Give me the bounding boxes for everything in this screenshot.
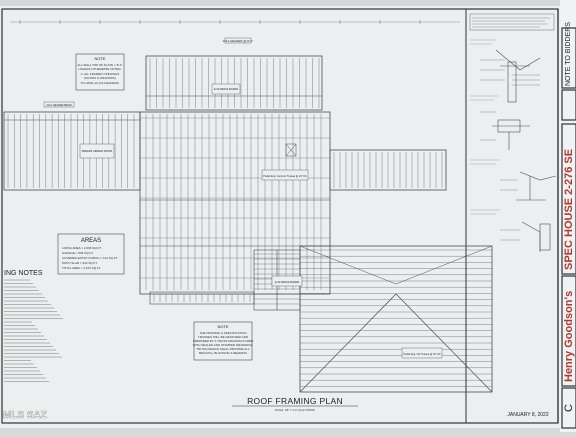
callout-box	[224, 37, 252, 44]
note-line: (DOORS & WINDOWS)	[84, 76, 116, 80]
bottom-note-line: TRUSS DESIGN SHALL PROVIDE ALL	[196, 347, 249, 351]
areas-box	[57, 233, 125, 275]
hip-line	[395, 245, 493, 285]
callout-prefab-hip: Prefab Eng. Hip Trusses @ 24" OC	[403, 353, 441, 356]
areas-title: AREAS	[81, 238, 101, 244]
detail-text-lines	[470, 39, 500, 215]
note-box	[75, 53, 125, 91]
side-page-letter: C	[563, 404, 575, 412]
hip-line	[299, 245, 397, 285]
bottom-note-line: PREPARED BY A TRUSS MANUFACTURER	[193, 339, 254, 343]
callout-box	[43, 101, 75, 108]
callout-box	[79, 143, 115, 159]
detail-drawings	[469, 13, 557, 252]
note-line: TO HAVE (2) 2x6 HEADERS.	[80, 81, 119, 85]
entry-roof	[149, 291, 255, 305]
note-line: UNLESS OTHERWISE NOTED.	[78, 67, 121, 71]
areas-row: LIVING AREA = 2,096 SQ.FT.	[62, 246, 102, 250]
callout-header-beam: 2x12 HEADER BEAM	[46, 103, 71, 107]
callout-box	[271, 275, 303, 287]
roof-framing-plan	[3, 20, 493, 393]
main-roof-body	[139, 111, 331, 295]
callout-box	[211, 83, 241, 95]
bottom-note-title: NOTE	[217, 324, 228, 329]
callout-box	[401, 347, 443, 359]
title-strip-box	[561, 27, 576, 89]
right-roof-block	[329, 149, 447, 191]
note-line: ALL WALL TOP OF PLATE = 8'-1"	[77, 63, 122, 67]
bottom-note-line: BRACING, BLOCKING & BEARING	[199, 351, 248, 355]
note-line: 2. ALL FRAMED OPENINGS	[81, 72, 120, 76]
bottom-note-box	[193, 321, 253, 361]
sheet-date: JANUARY 8, 2022	[507, 412, 548, 418]
side-notes-label: NOTE TO BIDDERS	[565, 22, 572, 86]
areas-row: COVERED ENTRY PORCH = 134 SQ.FT.	[62, 256, 118, 260]
hip-roof-outline	[299, 245, 493, 393]
side-designer-name: Henry Goodson's	[563, 291, 575, 382]
bottom-note-line: TRUSSES WILL BE DESIGNED AND	[198, 335, 249, 339]
left-notes-text	[4, 279, 63, 382]
hip-line	[395, 293, 493, 393]
title-strip	[560, 0, 576, 432]
title-strip-box	[561, 275, 576, 387]
areas-row: TOTAL AREA = 3,103 SQ.FT.	[62, 266, 101, 270]
title-strip-box	[561, 387, 576, 429]
skylight	[285, 143, 297, 157]
plan-scale: SCALE: 1/8" = 1'-0" (11x17 PRINT)	[275, 408, 316, 412]
areas-row: PATIO SLAB = 334 SQ.FT.	[62, 261, 98, 265]
skylight-mark	[285, 143, 297, 157]
left-notes-heading: ING NOTES	[4, 270, 43, 277]
plan-title: ROOF FRAMING PLAN	[247, 396, 343, 406]
title-strip-box	[561, 89, 576, 121]
callout-ridge-board: 2x10 RIDGE BOARD	[214, 87, 239, 91]
callout-top: 2x12 HEADER @ 8'-1"	[223, 39, 254, 43]
bottom-note-line: THE FRAMING & SPECIFICATION	[199, 331, 246, 335]
side-project-title: SPEC HOUSE 2-276 SE	[563, 149, 575, 270]
areas-row: GARAGE = 539 SQ.FT.	[62, 251, 94, 255]
callout-prefab-girder: PREFAB GIRDER TRUSS	[82, 149, 113, 153]
bottom-note-line: WITH SEALED AND STAMPED DRAWINGS.	[193, 343, 254, 347]
title-strip-box	[561, 123, 576, 275]
upper-roof-block	[145, 55, 323, 111]
note-title: NOTE	[94, 56, 105, 61]
callout-box	[261, 169, 309, 181]
hip-line	[299, 293, 397, 393]
callout-ridge-board-2: 2x10 RIDGE BOARD	[275, 280, 300, 284]
watermark: MLS SAZ	[3, 410, 47, 421]
callout-prefab-common: Prefab Eng. Common Trusses @ 24" OC	[263, 175, 307, 178]
